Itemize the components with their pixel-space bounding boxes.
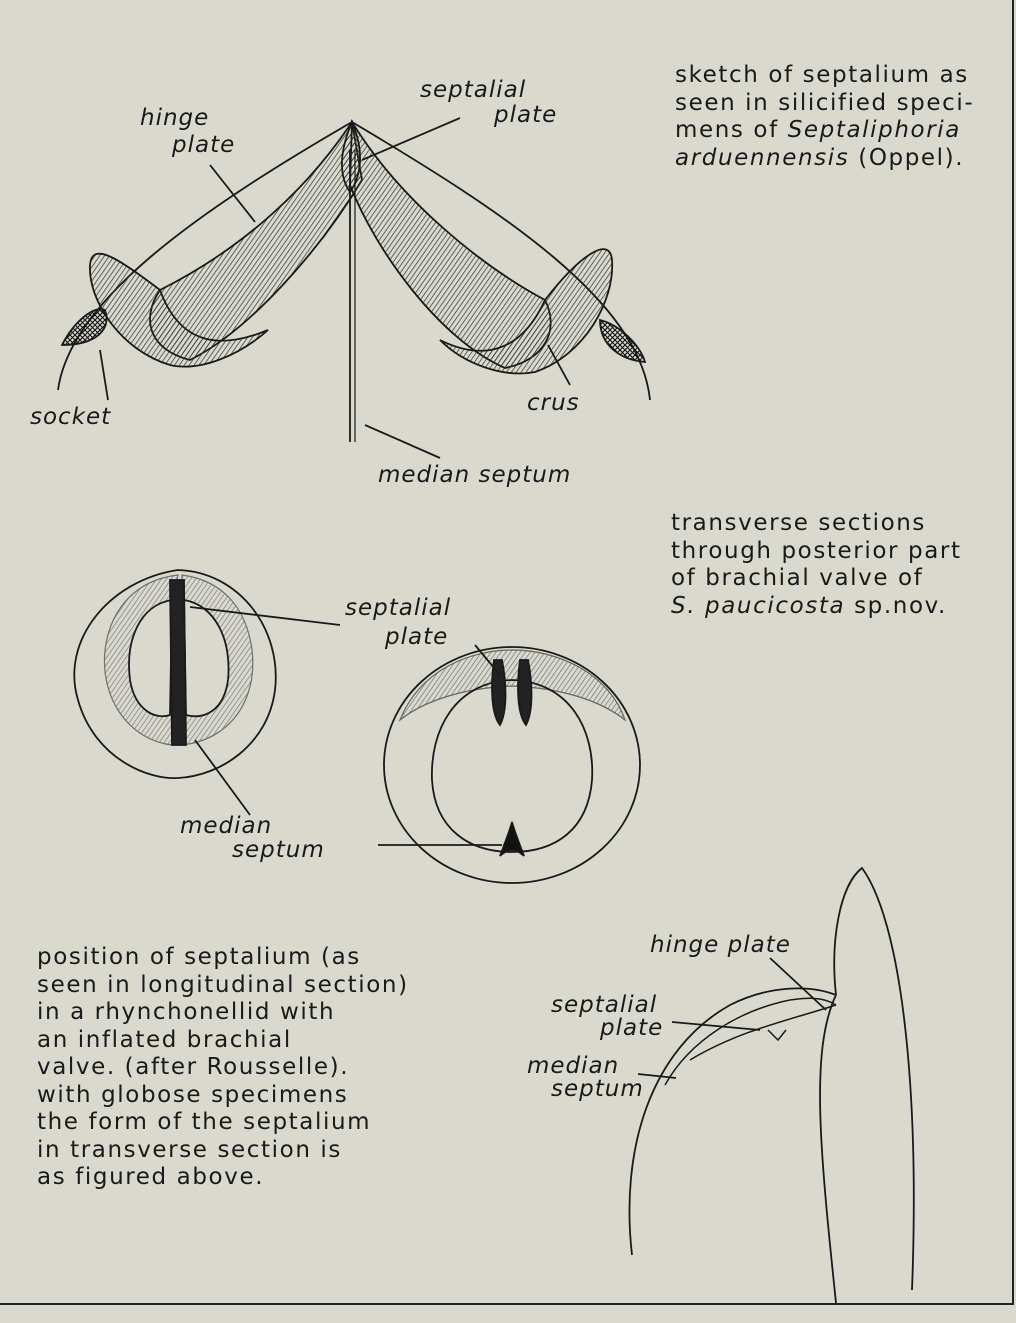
caption-middle-line-3: of brachial valve of: [671, 565, 962, 593]
fig2-septalial-label-2: plate: [384, 624, 448, 650]
caption-middle: transverse sections through posterior pa…: [671, 510, 962, 620]
fig1-socket-label: socket: [30, 404, 111, 430]
caption-top: sketch of septalium as seen in silicifie…: [675, 62, 974, 172]
species-name: arduennensis: [675, 145, 849, 171]
fig2-septalial-label-1: septalial: [345, 595, 451, 621]
caption-middle-line-1: transverse sections: [671, 510, 962, 538]
right-hinge-plate: [350, 122, 551, 368]
caption-top-line-2: seen in silicified speci-: [675, 90, 974, 118]
caption-top-line-1: sketch of septalium as: [675, 62, 974, 90]
fig3-hinge-label: hinge plate: [650, 932, 791, 958]
species-name-2: S. paucicosta: [671, 593, 845, 619]
fig1-crus-label: crus: [527, 390, 580, 416]
fig2-median-label-2: septum: [232, 837, 325, 863]
fig1-septalial-label-1: septalial: [420, 77, 526, 103]
caption-middle-line-4: S. paucicosta sp.nov.: [671, 593, 962, 621]
transverse-section-left: [74, 570, 340, 815]
fig1-median-septum-label: median septum: [378, 462, 571, 488]
transverse-section-right: [378, 645, 640, 883]
caption-top-line-4: arduennensis (Oppel).: [675, 145, 974, 173]
caption-bottom-line-7: the form of the septalium: [37, 1109, 409, 1137]
fig2-median-label-1: median: [180, 813, 272, 839]
caption-bottom-line-4: an inflated brachial: [37, 1027, 409, 1055]
fig1-septalial-label-2: plate: [493, 102, 557, 128]
left-socket: [62, 309, 107, 345]
caption-bottom-line-9: as figured above.: [37, 1164, 409, 1192]
fig1-hinge-label-2: plate: [171, 132, 235, 158]
genus-name: Septaliphoria: [788, 117, 961, 143]
caption-bottom-line-8: in transverse section is: [37, 1137, 409, 1165]
caption-bottom-line-6: with globose specimens: [37, 1082, 409, 1110]
caption-middle-line-2: through posterior part: [671, 538, 962, 566]
caption-bottom: position of septalium (as seen in longit…: [37, 944, 409, 1192]
caption-top-line-3: mens of Septaliphoria: [675, 117, 974, 145]
fig3-septalial-label-2: plate: [599, 1015, 663, 1041]
fig3-median-label-2: septum: [551, 1076, 644, 1102]
fig1-hinge-label-1: hinge: [140, 105, 209, 131]
caption-bottom-line-1: position of septalium (as: [37, 944, 409, 972]
right-socket: [600, 320, 645, 362]
caption-bottom-line-3: in a rhynchonellid with: [37, 999, 409, 1027]
caption-bottom-line-5: valve. (after Rousselle).: [37, 1054, 409, 1082]
caption-bottom-line-2: seen in longitudinal section): [37, 972, 409, 1000]
